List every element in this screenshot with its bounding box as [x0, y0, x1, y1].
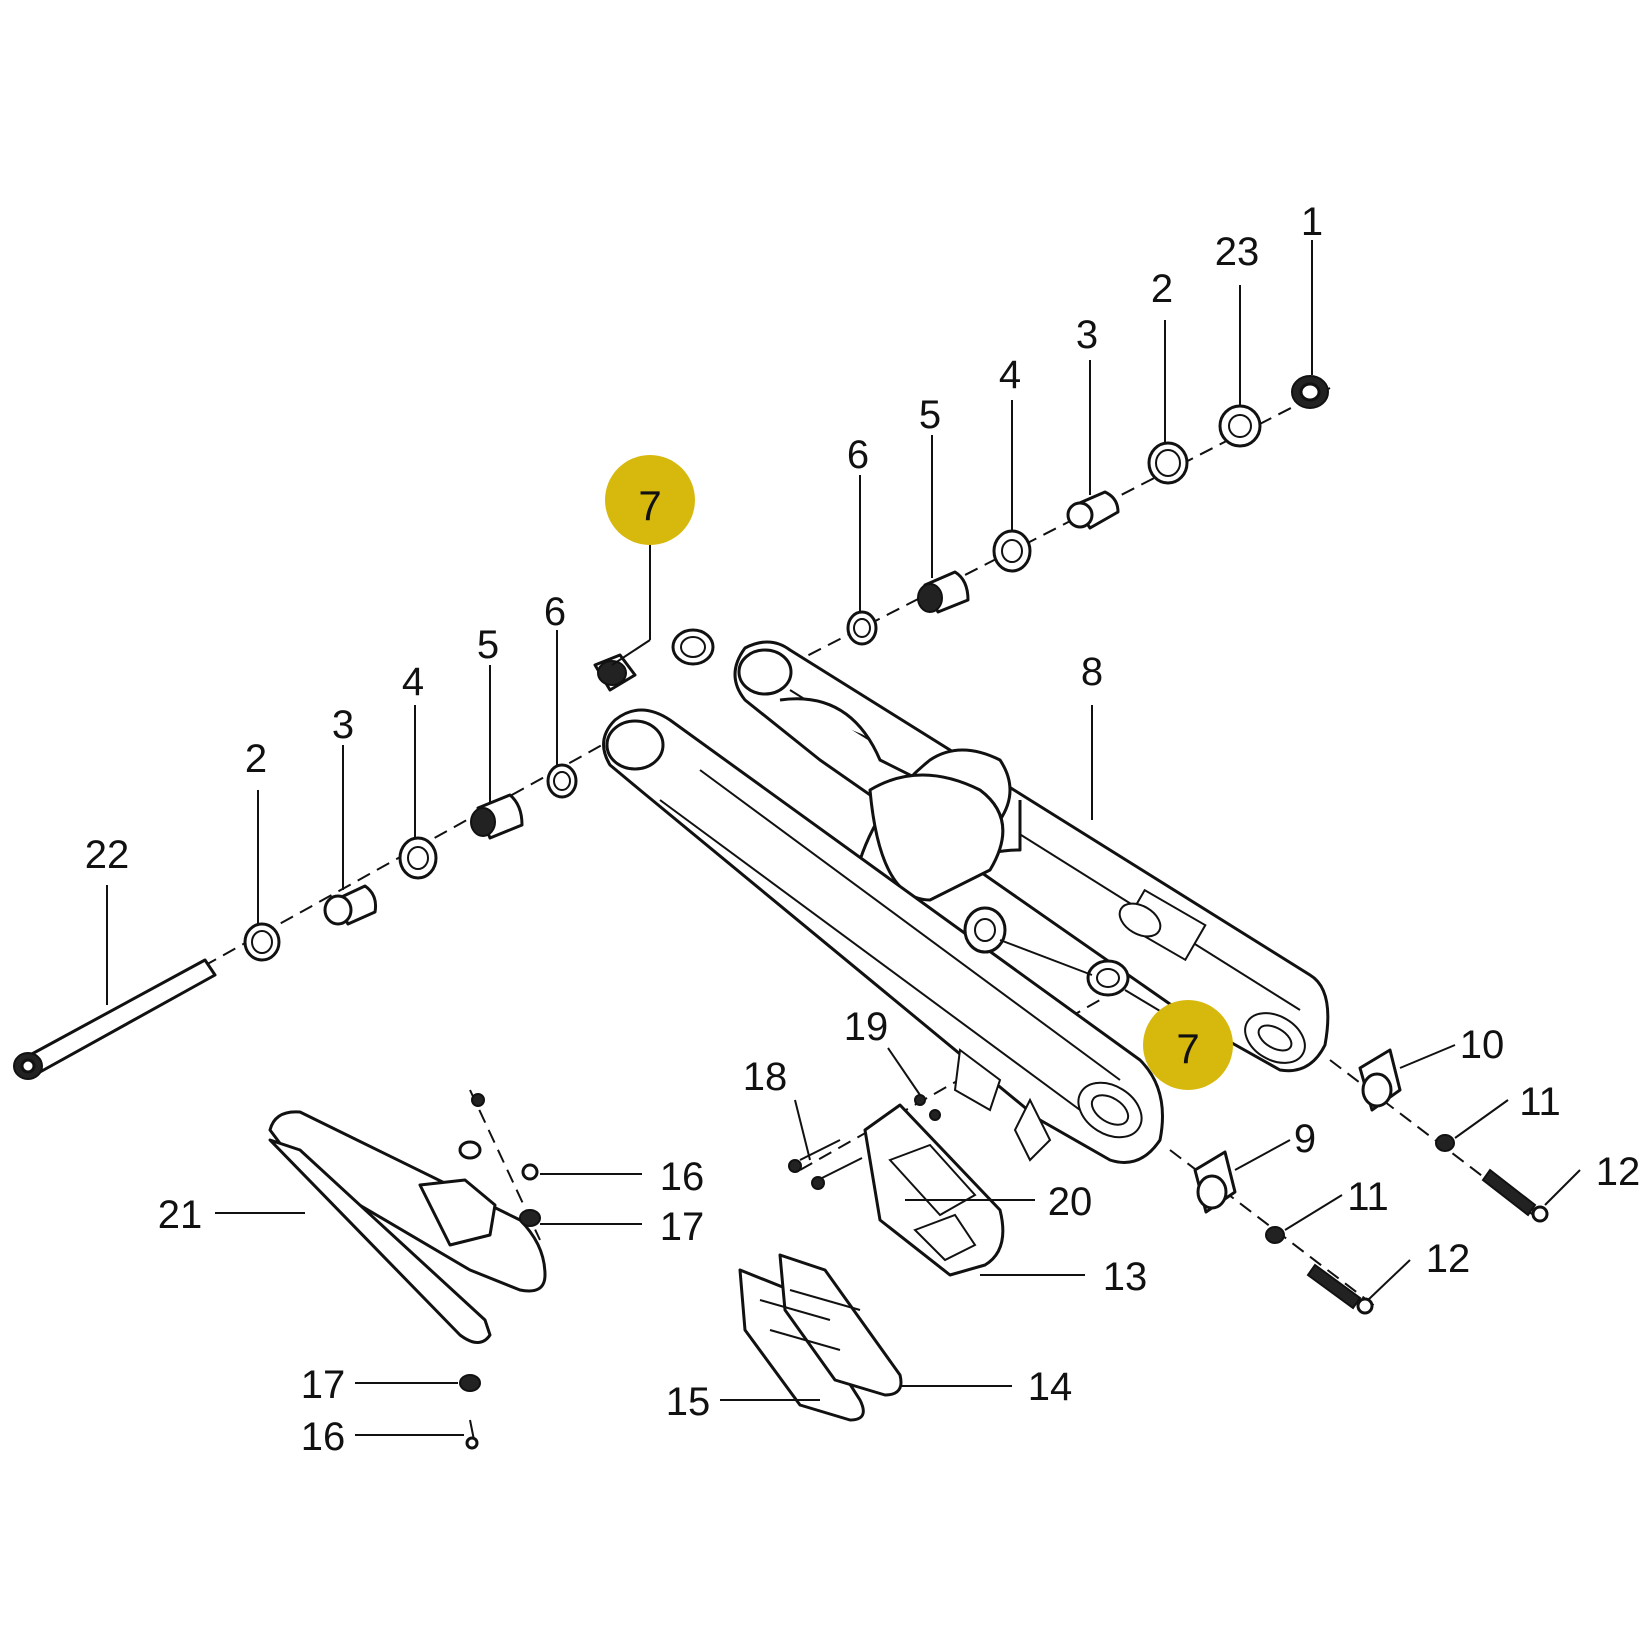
- callout-21: 21: [158, 1193, 203, 1237]
- callout-23: 23: [1215, 230, 1260, 274]
- lower-pivot-hardware: [13, 763, 578, 1080]
- highlight-circle-7-top: [605, 455, 695, 545]
- callout-19: 19: [844, 1005, 889, 1049]
- callout-12: 12: [1596, 1150, 1641, 1194]
- leader-lines: [106, 240, 1581, 1436]
- callout-17: 17: [660, 1205, 705, 1249]
- callout-16: 16: [660, 1155, 705, 1199]
- callout-7-highlighted: 7: [1176, 1025, 1199, 1072]
- swingarm: [602, 640, 1330, 1164]
- callout-17: 17: [301, 1363, 346, 1407]
- callout-15: 15: [666, 1380, 711, 1424]
- chain-guide: [788, 1094, 1005, 1277]
- callout-13: 13: [1103, 1255, 1148, 1299]
- callout-12: 12: [1426, 1237, 1471, 1281]
- callout-3: 3: [1076, 313, 1098, 357]
- callout-5: 5: [477, 623, 499, 667]
- callout-9: 9: [1294, 1117, 1316, 1161]
- callout-1: 1: [1301, 200, 1323, 244]
- callout-4: 4: [999, 353, 1021, 397]
- callout-6: 6: [544, 590, 566, 634]
- callout-20: 20: [1048, 1180, 1093, 1224]
- chain-adjuster-hardware: [963, 906, 1549, 1315]
- callout-11: 11: [1519, 1080, 1561, 1124]
- callout-3: 3: [332, 703, 354, 747]
- callout-22: 22: [85, 833, 130, 877]
- callout-10: 10: [1460, 1023, 1505, 1067]
- callout-11: 11: [1347, 1175, 1389, 1219]
- callout-14: 14: [1028, 1365, 1073, 1409]
- callout-4: 4: [402, 660, 424, 704]
- upper-pivot-hardware: [593, 375, 1329, 692]
- highlight-markers: [605, 455, 1233, 1090]
- callout-labels: 1 23 2 3 4 5 6 7 6 5 4 3 2 22 8 7 10 11 …: [85, 200, 1641, 1459]
- callout-2: 2: [245, 737, 267, 781]
- callout-6: 6: [847, 433, 869, 477]
- callout-2: 2: [1151, 267, 1173, 311]
- callout-16: 16: [301, 1415, 346, 1459]
- chain-slider: [268, 1093, 547, 1450]
- chain-guide-inserts: [738, 1253, 903, 1422]
- callout-7-highlighted: 7: [638, 482, 661, 529]
- callout-18: 18: [743, 1055, 788, 1099]
- callout-8: 8: [1081, 650, 1103, 694]
- callout-5: 5: [919, 393, 941, 437]
- highlight-circle-7-bottom: [1143, 1000, 1233, 1090]
